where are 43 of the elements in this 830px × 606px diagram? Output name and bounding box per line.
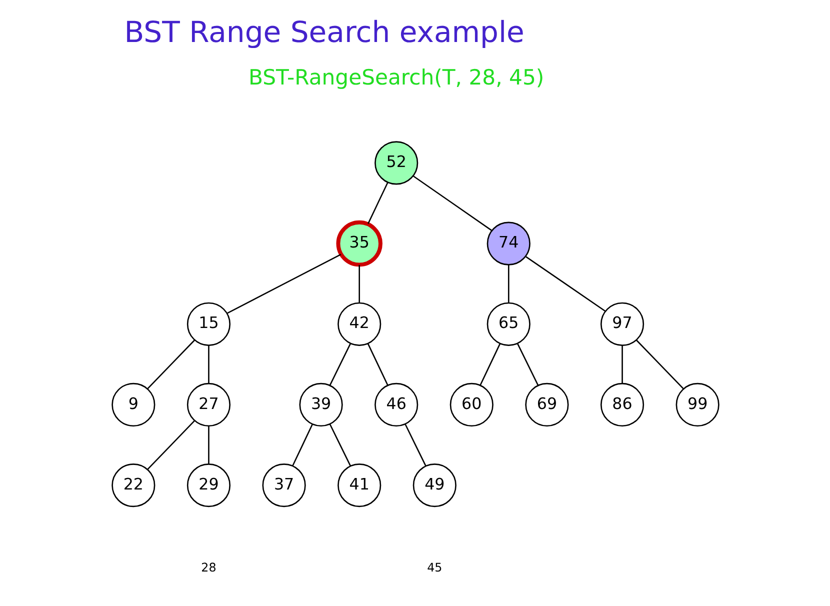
connector [479,343,500,386]
node-circle: 42 [337,302,381,346]
node-circle: 69 [524,382,568,427]
node-circle: 86 [600,382,644,427]
node-circle: 74 [486,222,530,266]
node-circle: 46 [374,382,418,427]
node-circle: 97 [600,302,644,346]
connector [328,424,351,466]
connector [525,256,606,312]
connector [507,264,509,303]
connector [146,340,195,390]
node-circle: 37 [262,464,306,508]
node-circle: 35 [336,220,382,267]
node-circle: 60 [449,382,493,427]
node-circle: 27 [186,382,230,427]
connector [208,426,209,464]
node-circle: 52 [374,141,418,185]
connector [621,346,622,384]
node-circle: 65 [486,302,530,346]
diagram-title: BST Range Search example [124,15,524,50]
node-circle: 99 [675,382,719,427]
label: 45 [426,560,442,574]
connector [367,182,388,224]
connector [516,343,538,386]
connector [226,254,341,314]
label: 28 [200,560,216,574]
connector [146,420,195,470]
node-circle: 29 [186,464,230,508]
connector [635,340,684,390]
connector [208,346,209,384]
connector [358,264,360,303]
node-circle: 22 [111,464,155,508]
connector [366,343,388,386]
node-circle: 9 [111,382,155,427]
connector [328,343,351,386]
connector [292,424,313,466]
node-circle: 41 [337,464,381,508]
node-circle: 49 [412,464,456,508]
node-circle: 15 [186,302,230,346]
connector [404,424,426,466]
label: BST-RangeSearch(T, 28, 45) [248,64,544,90]
connector [412,176,492,232]
node-circle: 39 [298,382,342,427]
